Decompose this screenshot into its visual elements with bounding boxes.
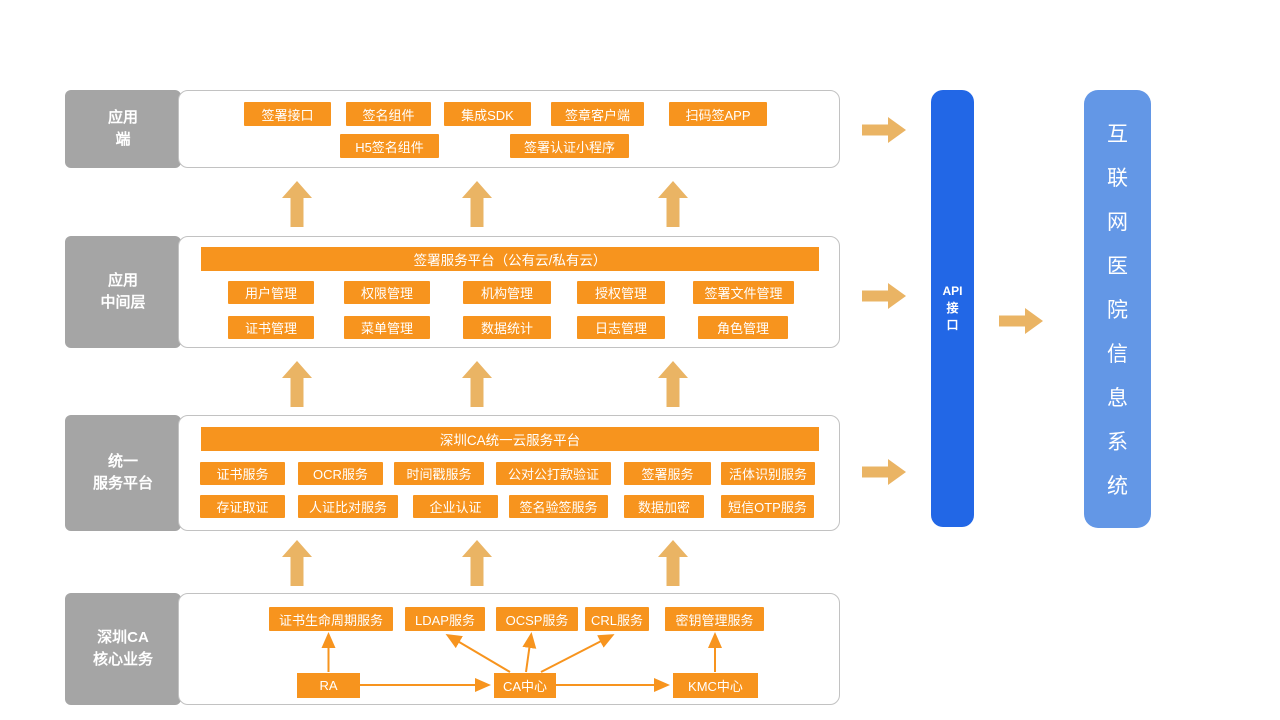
service-chip: 证书服务 — [200, 462, 285, 485]
service-chip: 时间戳服务 — [394, 462, 484, 485]
api-box-line: 口 — [946, 318, 959, 332]
mgmt-chip: 授权管理 — [577, 281, 665, 304]
right-arrow-icon — [862, 117, 906, 143]
app-chip: 签署接口 — [244, 102, 331, 126]
hospital-box-char: 院 — [1107, 299, 1128, 322]
up-arrow-icon — [462, 540, 492, 586]
mgmt-chip: 权限管理 — [344, 281, 430, 304]
layer-label-line: 端 — [115, 131, 131, 148]
up-arrow-icon — [658, 540, 688, 586]
up-arrow-icon — [658, 361, 688, 407]
mgmt-chip: 证书管理 — [228, 316, 314, 339]
panel-middleware-layer: 签署服务平台（公有云/私有云） 用户管理 权限管理 机构管理 授权管理 签署文件… — [178, 236, 840, 348]
layer-label-line: 应用 — [107, 109, 138, 126]
mgmt-chip: 签署文件管理 — [693, 281, 794, 304]
core-service-chip: OCSP服务 — [496, 607, 578, 631]
layer-label-line: 中间层 — [100, 294, 146, 311]
mgmt-chip: 数据统计 — [463, 316, 551, 339]
panel-app-layer: 签署接口 签名组件 集成SDK 签章客户端 扫码签APP H5签名组件 签署认证… — [178, 90, 840, 168]
hospital-box-char: 网 — [1107, 211, 1128, 234]
app-chip: 签章客户端 — [551, 102, 644, 126]
hospital-box-char: 系 — [1107, 431, 1128, 454]
service-chip: 数据加密 — [624, 495, 704, 518]
hospital-box-char: 息 — [1107, 387, 1128, 410]
panel-unified-layer: 深圳CA统一云服务平台 证书服务 OCR服务 时间戳服务 公对公打款验证 签署服… — [178, 415, 840, 531]
mgmt-chip: 日志管理 — [577, 316, 665, 339]
service-chip: 人证比对服务 — [298, 495, 398, 518]
right-arrow-icon — [862, 459, 906, 485]
layer-label-unified-platform: 统一 服务平台 — [65, 415, 181, 531]
api-box-line: 接 — [946, 301, 959, 315]
core-service-chip: 证书生命周期服务 — [269, 607, 393, 631]
mgmt-chip: 角色管理 — [698, 316, 788, 339]
layer-label-line: 统一 — [107, 453, 138, 470]
hospital-box-char: 联 — [1107, 167, 1128, 190]
service-chip: 短信OTP服务 — [721, 495, 814, 518]
service-chip: 签名验签服务 — [509, 495, 608, 518]
service-chip: OCR服务 — [298, 462, 383, 485]
right-arrow-icon — [862, 283, 906, 309]
mgmt-chip: 用户管理 — [228, 281, 314, 304]
service-chip: 公对公打款验证 — [496, 462, 611, 485]
hospital-box-char: 信 — [1107, 343, 1128, 366]
service-chip: 企业认证 — [413, 495, 498, 518]
core-service-chip: 密钥管理服务 — [665, 607, 764, 631]
core-service-chip: CRL服务 — [585, 607, 649, 631]
hospital-box-char: 互 — [1107, 123, 1128, 146]
app-chip: 签名组件 — [346, 102, 431, 126]
service-chip: 活体识别服务 — [721, 462, 815, 485]
layer-label-line: 应用 — [107, 272, 138, 289]
panel-ca-core-layer: 证书生命周期服务 LDAP服务 OCSP服务 CRL服务 密钥管理服务 RA C… — [178, 593, 840, 705]
right-arrow-icon — [999, 308, 1043, 334]
mgmt-chip: 菜单管理 — [344, 316, 430, 339]
kmc-center-node: KMC中心 — [673, 673, 758, 698]
app-chip: 签署认证小程序 — [510, 134, 629, 158]
layer-label-app: 应用 端 — [65, 90, 181, 168]
ra-node: RA — [297, 673, 360, 698]
up-arrow-icon — [282, 361, 312, 407]
hospital-box-char: 医 — [1107, 255, 1128, 278]
signing-platform-bar: 签署服务平台（公有云/私有云） — [201, 247, 819, 271]
up-arrow-icon — [462, 181, 492, 227]
layer-label-line: 核心业务 — [92, 651, 153, 668]
app-chip: 集成SDK — [444, 102, 531, 126]
service-chip: 签署服务 — [624, 462, 711, 485]
service-chip: 存证取证 — [200, 495, 285, 518]
mgmt-chip: 机构管理 — [463, 281, 551, 304]
up-arrow-icon — [462, 361, 492, 407]
api-interface-box: API 接 口 — [931, 90, 974, 527]
ca-center-node: CA中心 — [494, 673, 556, 698]
up-arrow-icon — [282, 540, 312, 586]
app-chip: H5签名组件 — [340, 134, 439, 158]
up-arrow-icon — [658, 181, 688, 227]
cloud-platform-bar: 深圳CA统一云服务平台 — [201, 427, 819, 451]
hospital-system-box: 互 联 网 医 院 信 息 系 统 — [1084, 90, 1151, 528]
layer-label-line: 服务平台 — [92, 475, 153, 492]
layer-label-line: 深圳CA — [97, 629, 149, 646]
api-box-line: API — [942, 284, 963, 298]
up-arrow-icon — [282, 181, 312, 227]
core-service-chip: LDAP服务 — [405, 607, 485, 631]
layer-label-middleware: 应用 中间层 — [65, 236, 181, 348]
layer-label-ca-core: 深圳CA 核心业务 — [65, 593, 181, 705]
app-chip: 扫码签APP — [669, 102, 767, 126]
hospital-box-char: 统 — [1107, 475, 1128, 498]
